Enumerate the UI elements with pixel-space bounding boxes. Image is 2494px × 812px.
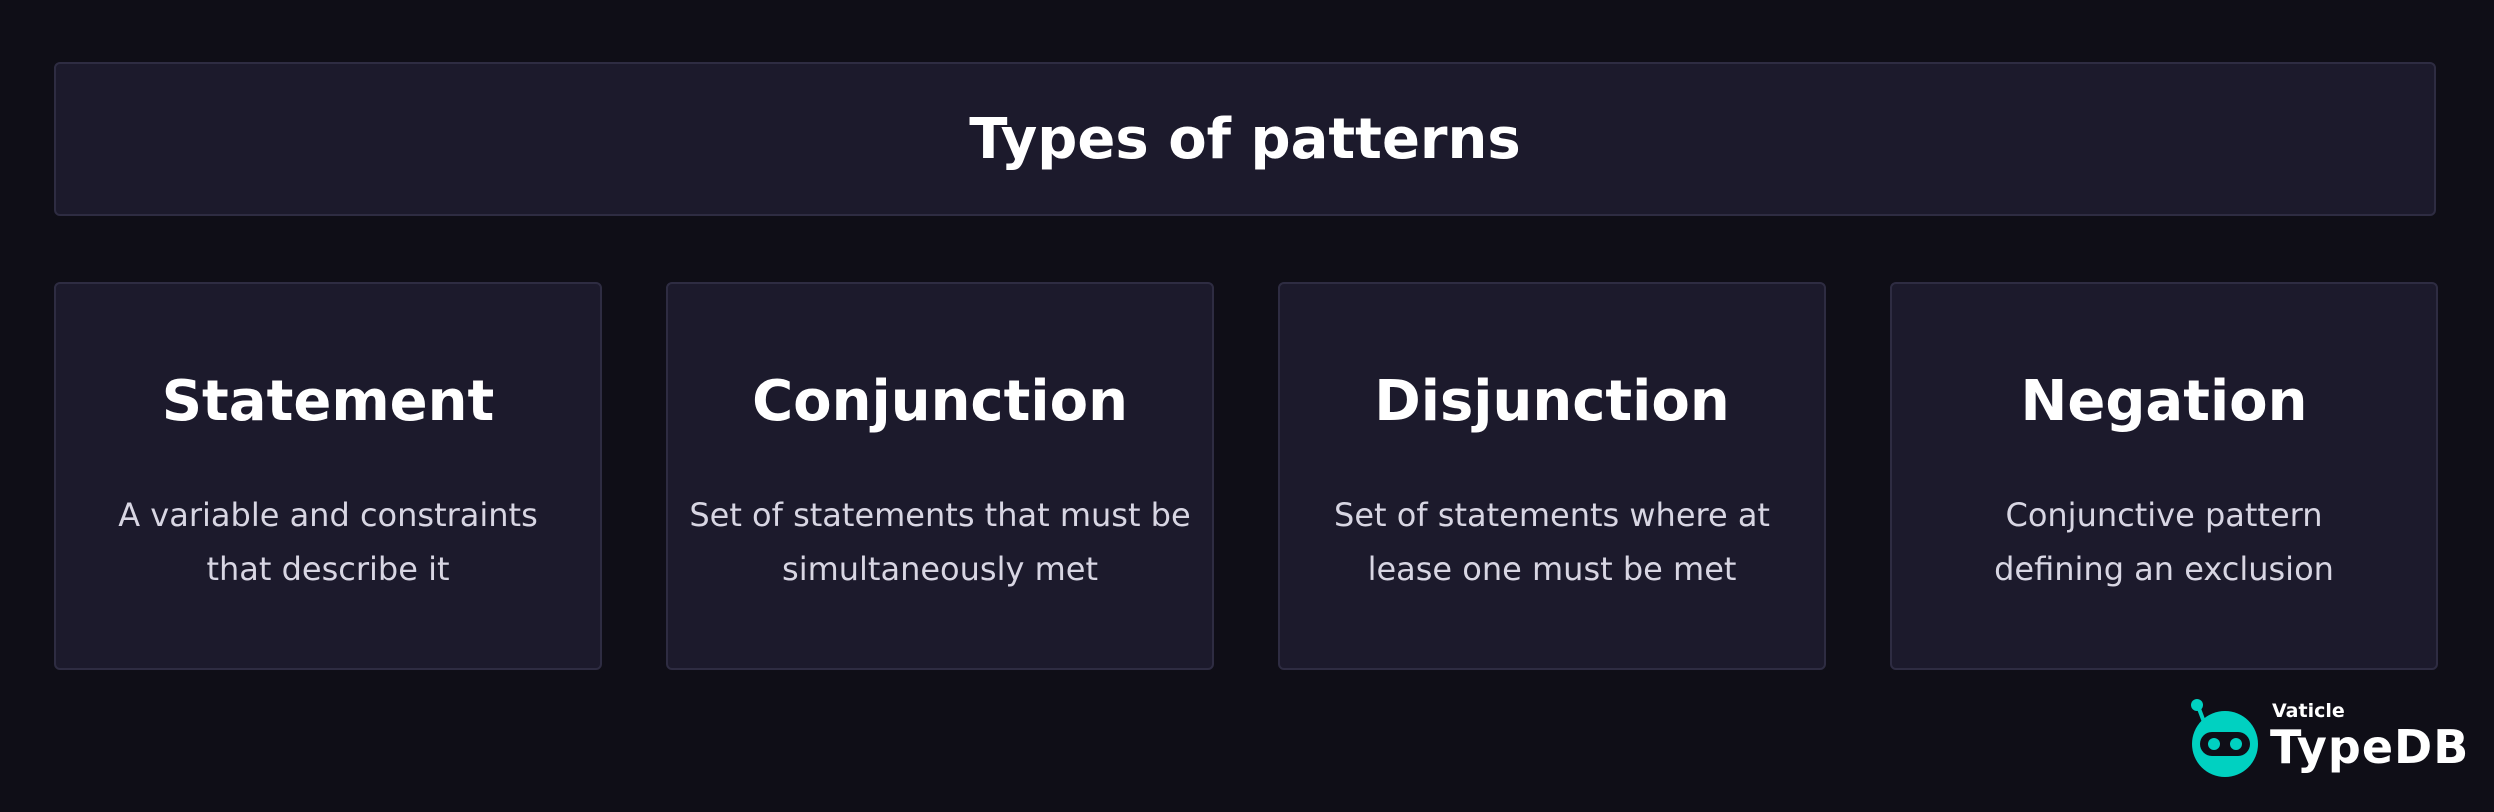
card-description-line: Set of statements where at [1334,496,1770,534]
logo-product-text: TypeDB [2270,720,2470,774]
typedb-logo: Vaticle TypeDB [2188,698,2468,780]
card-disjunction: Disjunction Set of statements where at l… [1278,282,1826,670]
card-title-negation: Negation [2020,369,2308,434]
card-description-line: defining an exclusion [1994,550,2334,588]
card-title-conjunction: Conjunction [752,369,1128,434]
card-description-conjunction: Set of statements that must be simultane… [668,488,1212,596]
card-description-line: A variable and constraints [118,496,538,534]
card-title-disjunction: Disjunction [1374,369,1730,434]
card-negation: Negation Conjunctive pattern defining an… [1890,282,2438,670]
robot-icon [2191,699,2258,777]
card-title-statement: Statement [161,369,495,434]
card-description-line: simultaneously met [782,550,1098,588]
card-description-disjunction: Set of statements where at lease one mus… [1280,488,1824,596]
card-conjunction: Conjunction Set of statements that must … [666,282,1214,670]
logo-brand-text: Vaticle [2272,700,2345,722]
title-box: Types of patterns [54,62,2436,216]
card-description-statement: A variable and constraints that describe… [56,488,600,596]
card-statement: Statement A variable and constraints tha… [54,282,602,670]
card-description-line: that describe it [206,550,450,588]
card-description-line: Conjunctive pattern [2005,496,2323,534]
card-description-negation: Conjunctive pattern defining an exclusio… [1892,488,2436,596]
page-title: Types of patterns [969,106,1521,172]
card-description-line: lease one must be met [1367,550,1737,588]
card-description-line: Set of statements that must be [689,496,1191,534]
